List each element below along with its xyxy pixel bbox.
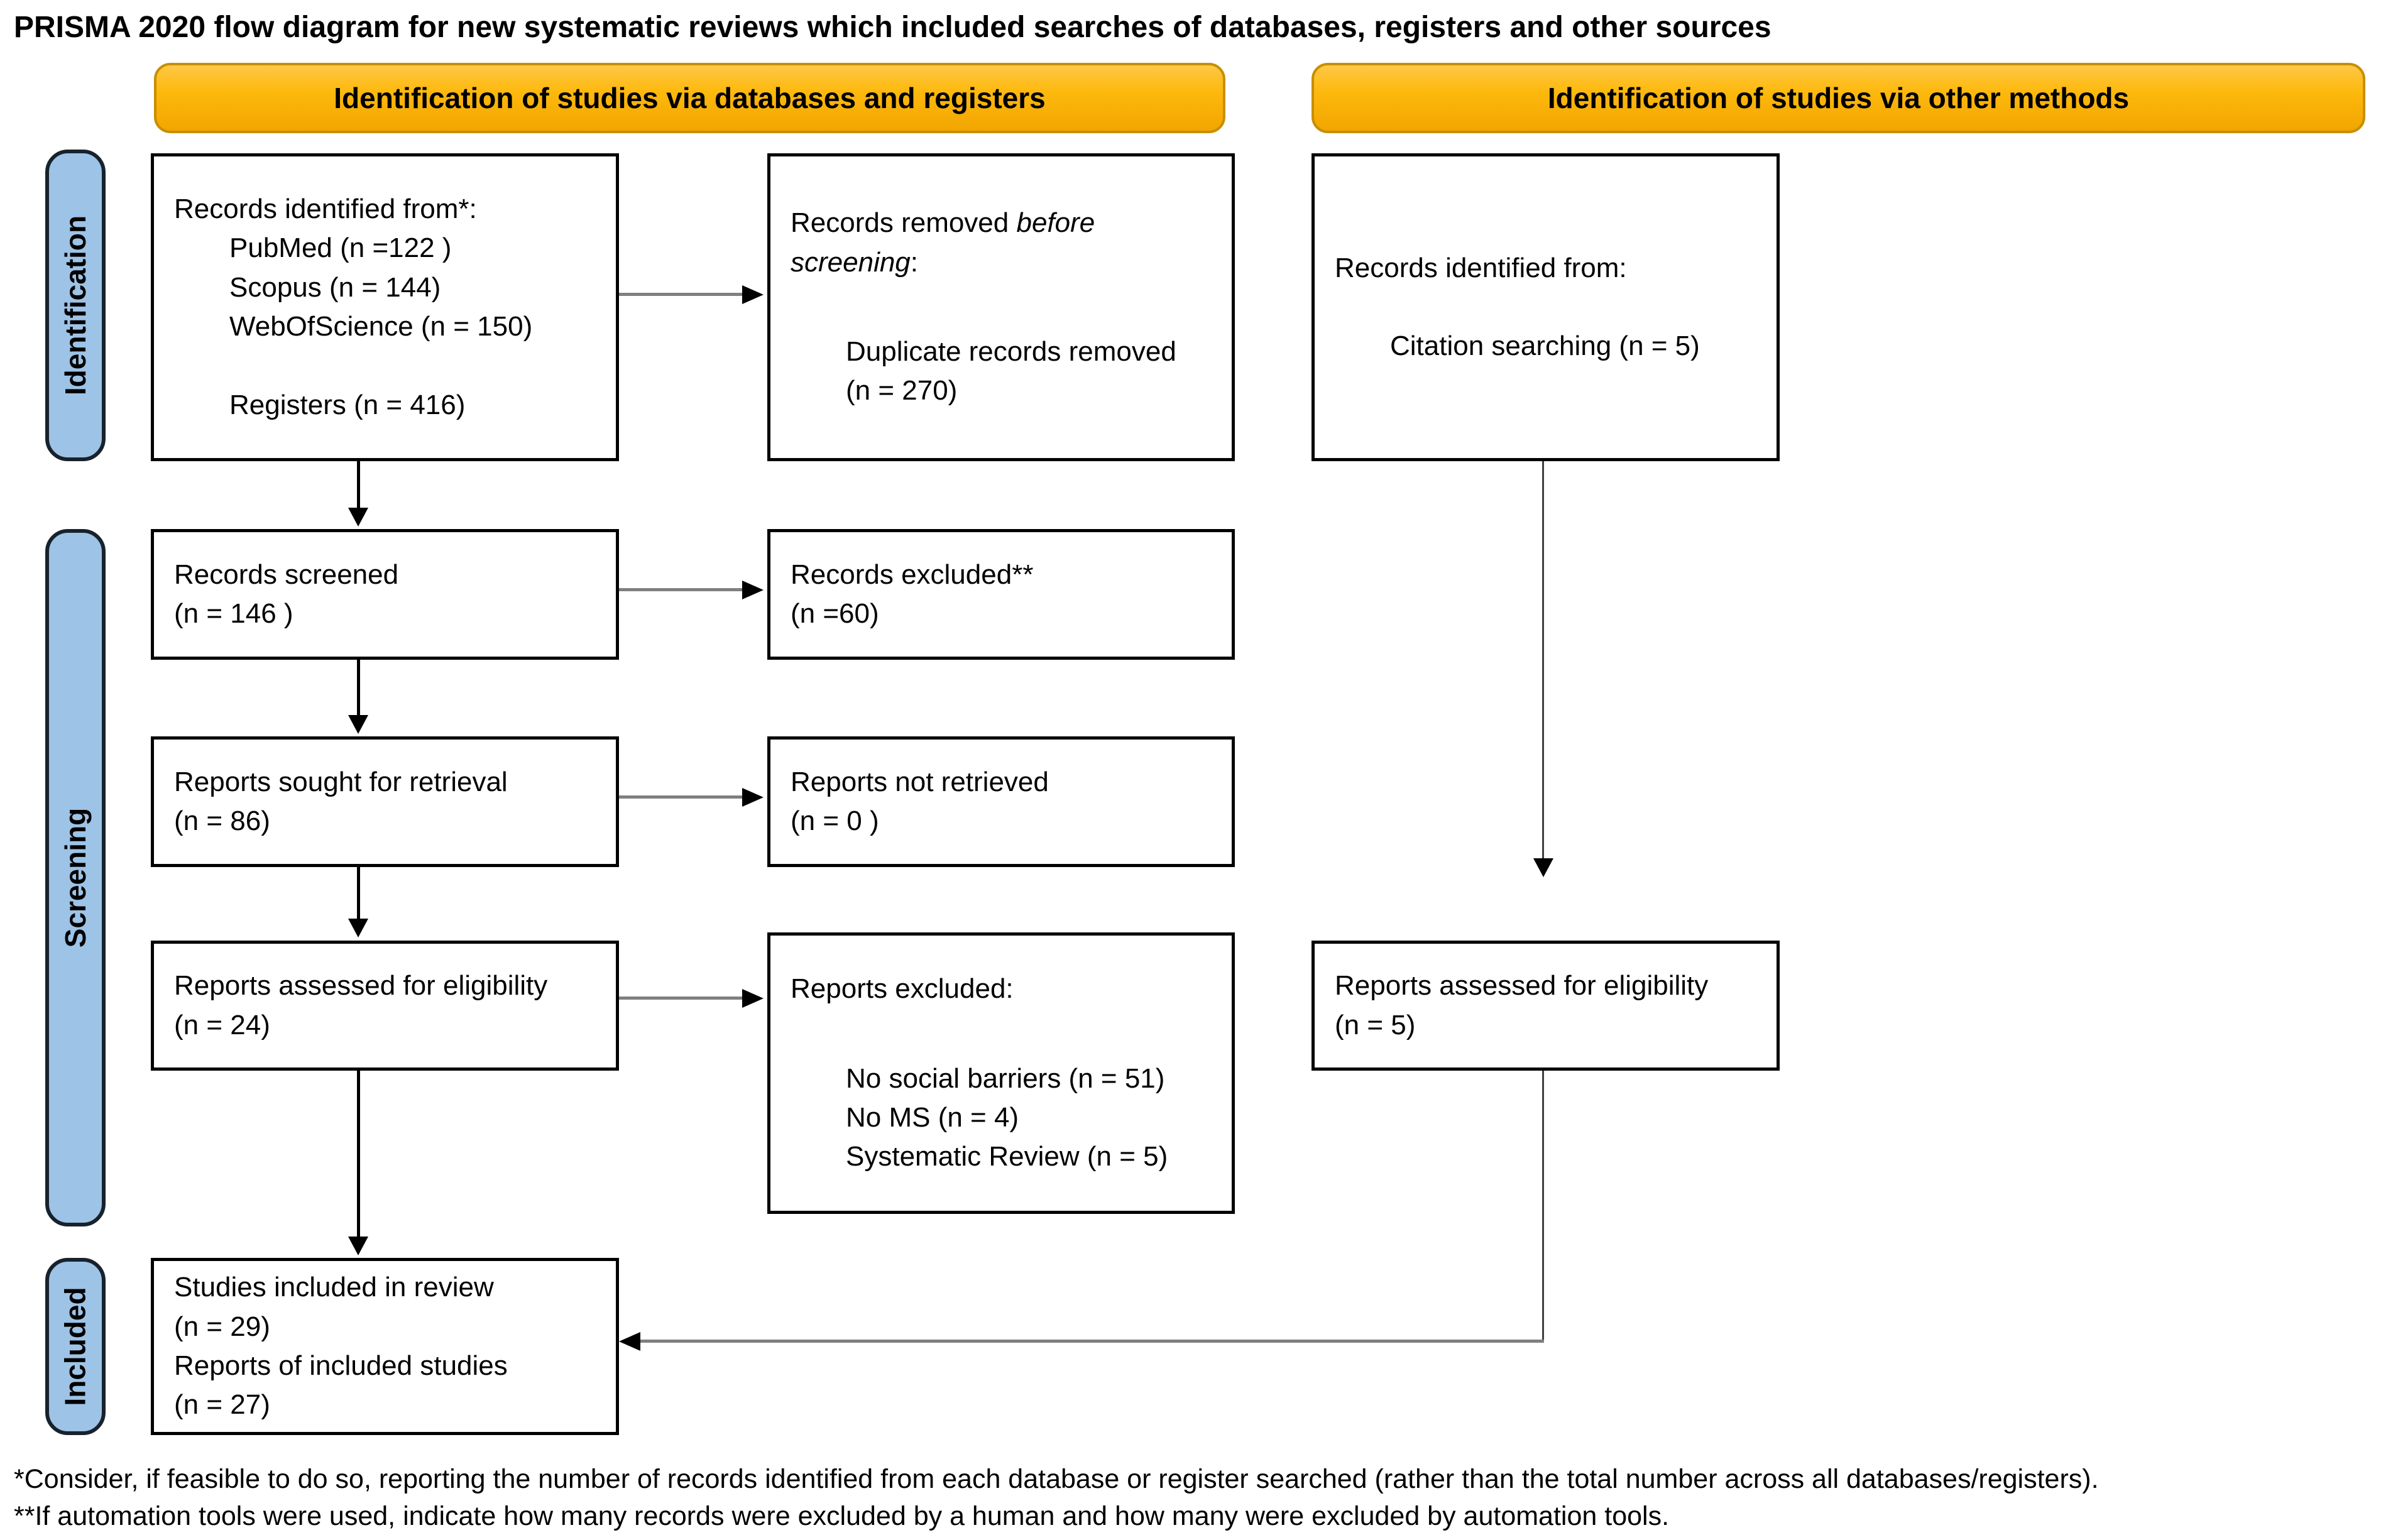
stage-included-label: Included: [59, 1287, 92, 1406]
studies-included-line: (n = 27): [174, 1389, 270, 1421]
reports-assessed-line: (n = 24): [174, 1009, 270, 1040]
arrow-assessed-to-reportsexcluded-line: [619, 997, 742, 1000]
stage-screening: Screening: [45, 529, 106, 1226]
box-reports-sought: Reports sought for retrieval (n = 86): [151, 736, 619, 867]
arrow-sought-to-assessed-head: [348, 919, 368, 937]
box-records-removed: Records removed before screening: Duplic…: [767, 153, 1235, 461]
arrow-otherassessed-elbow-horizontal: [639, 1340, 1544, 1343]
arrow-assessed-to-included-line: [357, 1071, 360, 1238]
stage-identification-label: Identification: [59, 215, 92, 396]
arrow-screened-to-sought-line: [357, 660, 360, 715]
records-identified-other-heading: Records identified from:: [1335, 252, 1627, 283]
page-title: PRISMA 2020 flow diagram for new systema…: [14, 11, 1771, 44]
records-excluded-line: Records excluded**: [791, 559, 1034, 590]
banner-other-methods-label: Identification of studies via other meth…: [1547, 82, 2130, 114]
reports-excluded-reason: No MS (n = 4): [846, 1102, 1019, 1133]
box-reports-assessed: Reports assessed for eligibility (n = 24…: [151, 941, 619, 1071]
arrow-screened-to-excluded-line: [619, 588, 742, 591]
arrow-screened-to-sought-head: [348, 715, 368, 734]
arrow-screened-to-excluded-head: [742, 581, 764, 599]
stage-included: Included: [45, 1258, 106, 1435]
box-reports-assessed-other: Reports assessed for eligibility (n = 5): [1311, 941, 1780, 1071]
reports-sought-line: Reports sought for retrieval: [174, 766, 508, 797]
arrow-identified-to-screened-head: [348, 508, 368, 527]
banner-databases-registers-label: Identification of studies via databases …: [334, 82, 1046, 114]
records-identified-source: Scopus (n = 144): [229, 271, 441, 303]
arrow-sought-to-notretrieved-line: [619, 795, 742, 799]
footnotes: *Consider, if feasible to do so, reporti…: [14, 1464, 2383, 1538]
reports-excluded-reason: No social barriers (n = 51): [846, 1062, 1165, 1094]
arrow-sought-to-notretrieved-head: [742, 788, 764, 807]
box-studies-included: Studies included in review (n = 29) Repo…: [151, 1258, 619, 1435]
reports-assessed-other-line: Reports assessed for eligibility: [1335, 970, 1709, 1002]
box-records-identified-other: Records identified from: Citation search…: [1311, 153, 1780, 461]
arrow-otherassessed-to-included-head: [619, 1332, 640, 1351]
stage-screening-label: Screening: [59, 807, 92, 948]
arrow-identified-to-removed-head: [742, 285, 764, 304]
reports-assessed-line: Reports assessed for eligibility: [174, 970, 548, 1002]
reports-excluded-reason: Systematic Review (n = 5): [846, 1141, 1168, 1172]
box-reports-excluded: Reports excluded: No social barriers (n …: [767, 932, 1235, 1214]
records-removed-heading: Records removed before screening:: [791, 207, 1095, 278]
arrow-citation-to-assessed-head: [1533, 858, 1553, 877]
stage-identification: Identification: [45, 150, 106, 461]
records-identified-source: WebOfScience (n = 150): [229, 311, 533, 342]
box-reports-not-retrieved: Reports not retrieved (n = 0 ): [767, 736, 1235, 867]
studies-included-line: Studies included in review: [174, 1272, 494, 1303]
arrow-identified-to-screened-line: [357, 461, 360, 509]
records-identified-heading: Records identified from*:: [174, 193, 477, 224]
studies-included-line: (n = 29): [174, 1311, 270, 1342]
reports-sought-line: (n = 86): [174, 805, 270, 836]
studies-included-line: Reports of included studies: [174, 1350, 508, 1381]
arrow-assessed-to-included-head: [348, 1237, 368, 1255]
records-removed-line: (n = 270): [846, 375, 958, 407]
records-excluded-line: (n =60): [791, 598, 879, 629]
arrow-otherassessed-elbow-vertical: [1542, 1071, 1544, 1341]
banner-databases-registers: Identification of studies via databases …: [154, 63, 1225, 133]
box-records-identified: Records identified from*: PubMed (n =122…: [151, 153, 619, 461]
reports-assessed-other-line: (n = 5): [1335, 1009, 1416, 1040]
records-identified-source: PubMed (n =122 ): [229, 232, 452, 264]
arrow-identified-to-removed-line: [619, 293, 742, 296]
records-screened-line: Records screened: [174, 559, 399, 590]
records-identified-registers: Registers (n = 416): [229, 389, 466, 420]
records-identified-other-item: Citation searching (n = 5): [1390, 330, 1700, 361]
records-screened-line: (n = 146 ): [174, 598, 293, 629]
reports-not-retrieved-line: Reports not retrieved: [791, 766, 1049, 797]
records-removed-line: Duplicate records removed: [846, 336, 1176, 367]
box-records-excluded: Records excluded** (n =60): [767, 529, 1235, 660]
box-records-screened: Records screened (n = 146 ): [151, 529, 619, 660]
reports-excluded-heading: Reports excluded:: [791, 973, 1014, 1005]
arrow-sought-to-assessed-line: [357, 867, 360, 920]
reports-not-retrieved-line: (n = 0 ): [791, 805, 879, 836]
arrow-citation-to-assessed-line: [1542, 461, 1544, 858]
banner-other-methods: Identification of studies via other meth…: [1311, 63, 2365, 133]
footnote-automation: **If automation tools were used, indicat…: [14, 1501, 1670, 1531]
arrow-assessed-to-reportsexcluded-head: [742, 989, 764, 1008]
footnote-databases: *Consider, if feasible to do so, reporti…: [14, 1464, 2099, 1494]
